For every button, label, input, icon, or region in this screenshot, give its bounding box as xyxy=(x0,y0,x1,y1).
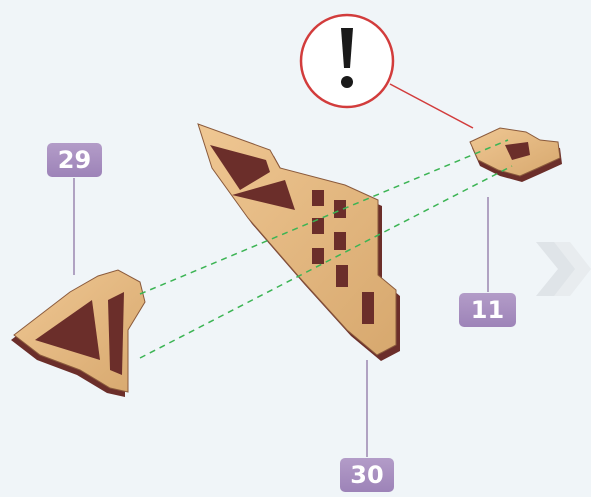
part-number-badge-29: 29 xyxy=(47,143,102,177)
warning-connector xyxy=(390,84,473,128)
part-number-badge-30: 30 xyxy=(340,458,394,492)
double-chevron-right-icon[interactable] xyxy=(532,240,591,298)
part-11 xyxy=(470,128,562,182)
part-29 xyxy=(11,270,145,397)
part-30 xyxy=(198,124,400,361)
warning-exclamation-icon xyxy=(301,15,393,107)
part-number-badge-11: 11 xyxy=(459,293,516,327)
